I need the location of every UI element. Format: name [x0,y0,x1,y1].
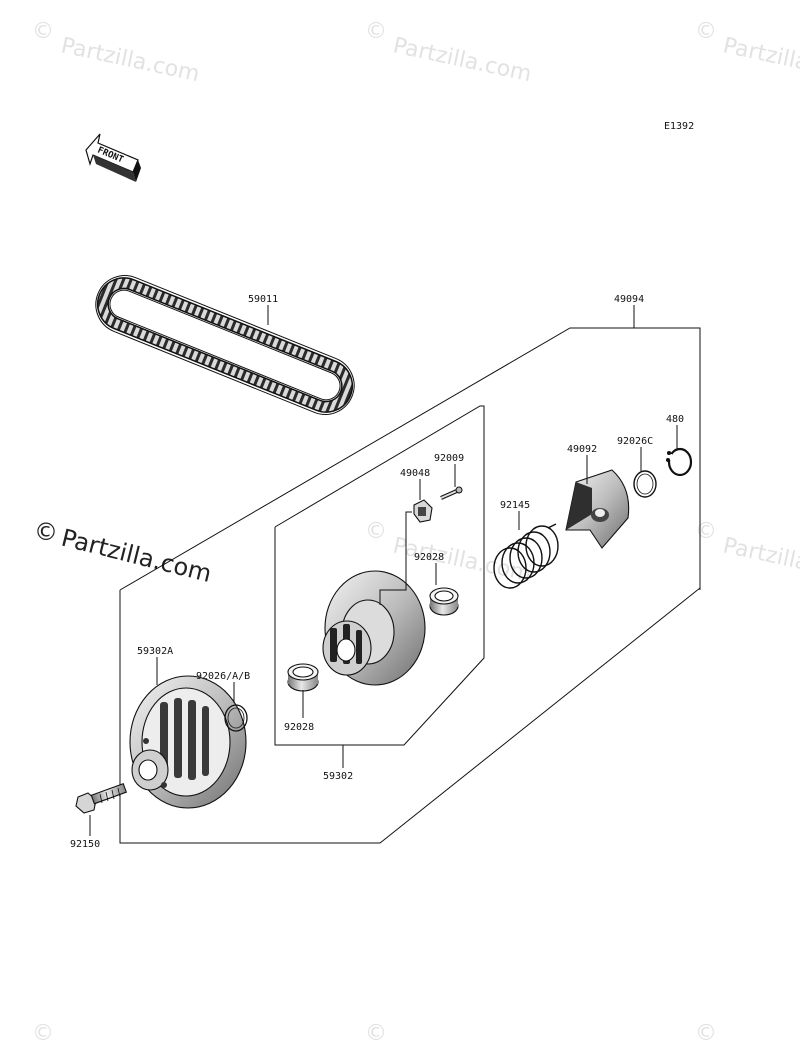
part-label-49092: 49092 [567,444,597,455]
part-label-92145: 92145 [500,500,530,511]
watermark-text: Partzilla.com [721,533,800,587]
diagram-code: E1392 [664,121,694,132]
bushing-upper [429,587,459,616]
part-label-59302A: 59302A [137,646,173,657]
shim-ring [224,704,248,732]
part-label-92028-lower: 92028 [284,722,314,733]
part-label-92150: 92150 [70,839,100,850]
part-label-92009: 92009 [434,453,464,464]
watermark-symbol: © [365,1021,387,1046]
watermark-symbol: © [365,19,387,44]
watermark-text: Partzilla.com [721,33,800,87]
part-label-49048: 49048 [400,468,430,479]
watermark-group: © Partzilla.com © Partzilla.com © Partzi… [32,19,800,1046]
movable-sheave [322,570,426,686]
watermark-text: Partzilla.com [59,33,202,87]
assembly-outline [119,327,701,844]
front-arrow-icon: FRONT [85,133,141,182]
watermark-symbol: © [32,1021,54,1046]
watermark-text: Partzilla.com [391,33,534,87]
spring [493,523,559,589]
part-label-480: 480 [666,414,684,425]
part-label-49094: 49094 [614,294,644,305]
watermark-symbol: © [695,519,717,544]
circlip [666,447,693,477]
fixed-sheave [129,675,247,809]
part-label-92026C: 92026C [617,436,653,447]
part-label-59011: 59011 [248,294,278,305]
watermark-symbol: © [32,19,54,44]
drive-belt [95,275,355,415]
sub-assembly-outline [274,405,485,746]
part-label-59302: 59302 [323,771,353,782]
screw [440,486,463,500]
watermark-symbol: © [365,519,387,544]
watermark-main-text: Partzilla.com [59,524,215,588]
slider [413,499,433,523]
watermark-symbol: © [695,19,717,44]
cam [565,469,630,549]
watermark-text: Partzilla.com [391,533,534,587]
part-label-92026AB: 92026/A/B [196,671,250,682]
washer [633,470,657,498]
watermark-symbol: © [695,1021,717,1046]
bolt [75,782,128,814]
part-label-92028-upper: 92028 [414,552,444,563]
bushing-lower [287,663,319,692]
watermark-main-symbol: © [34,518,58,546]
